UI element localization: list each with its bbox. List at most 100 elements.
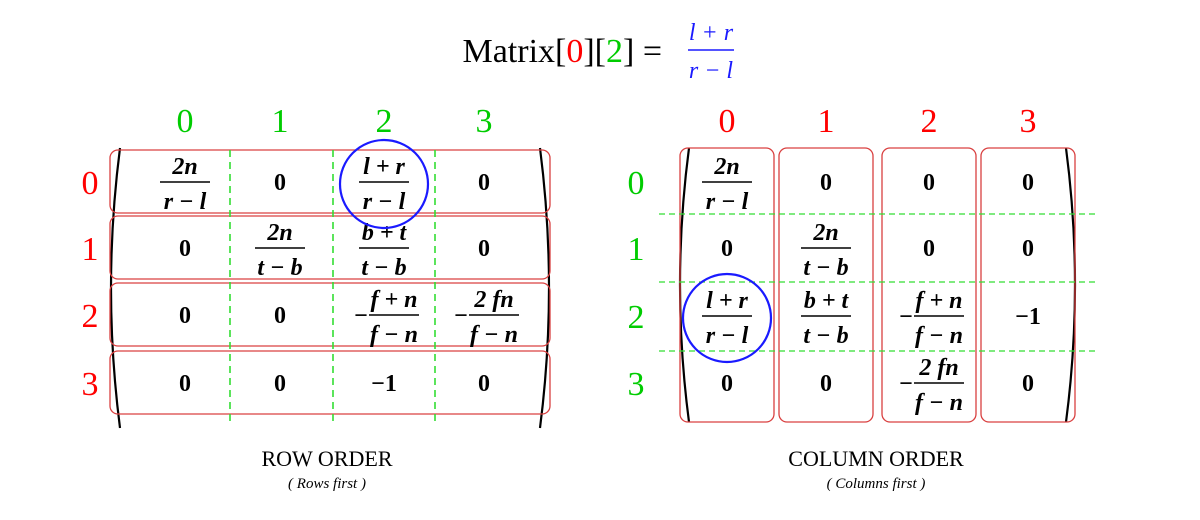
cell-numerator: 2n	[713, 154, 739, 180]
cell-denominator: t − b	[361, 255, 406, 281]
cell-sign: −	[899, 371, 913, 397]
cell-numerator: b + t	[804, 288, 850, 314]
matrix-cell-1-1: 2n t − b	[801, 220, 851, 281]
matrix-cell-2-1: b + t t − b	[801, 288, 851, 349]
matrix-cell-3-3: 0	[1022, 371, 1034, 397]
cell-numerator: f + n	[915, 288, 962, 314]
matrix-cell-0-1: 0	[820, 170, 832, 196]
column-index-label: 2	[921, 103, 938, 140]
cell-numerator: l + r	[706, 288, 748, 314]
column-index-label: 2	[376, 103, 393, 140]
right-bracket	[538, 147, 551, 429]
column-group-box	[778, 147, 874, 423]
column-index-label: 0	[719, 103, 736, 140]
matrix-cell-1-2: b + tt − b	[359, 220, 409, 281]
matrix-cell-2-2: −f + n f − n	[899, 288, 964, 349]
title-row-index: 0	[566, 33, 583, 70]
row-index-label: 1	[628, 231, 645, 268]
matrix-cell-0-3: 0	[478, 170, 490, 196]
matrix-cell-2-3: −2 fnf − n	[454, 287, 519, 348]
cell-denominator: f − n	[370, 322, 418, 348]
matrix-cell-2-1: 0	[274, 303, 286, 329]
column-group-box	[881, 147, 977, 423]
row-index-label: 0	[82, 165, 99, 202]
title-col-index: 2	[606, 33, 623, 70]
matrix-cell-3-2: −1	[371, 371, 397, 397]
matrix-cell-2-2: −f + nf − n	[354, 287, 419, 348]
column-index-label: 3	[476, 103, 493, 140]
matrix-cell-0-0: 2n r − l	[160, 154, 210, 215]
right-bracket	[1064, 147, 1077, 423]
cell-value: 0	[1022, 371, 1034, 397]
cell-sign: −	[354, 303, 368, 329]
matrix-cell-0-2: l + rr − l	[359, 154, 409, 215]
cell-numerator: 2n	[812, 220, 838, 246]
column-index-label: 3	[1020, 103, 1037, 140]
cell-value: 0	[179, 236, 191, 262]
cell-denominator: t − b	[803, 255, 848, 281]
cell-numerator: 2 fn	[918, 355, 958, 381]
cell-denominator: t − b	[803, 323, 848, 349]
column-index-label: 0	[177, 103, 194, 140]
cell-denominator: r − l	[164, 189, 207, 215]
row-group-box	[109, 149, 551, 214]
title-mid: ][	[583, 33, 606, 70]
matrix-cell-0-1: 0	[274, 170, 286, 196]
row-index-label: 1	[82, 231, 99, 268]
matrix-cell-3-3: 0	[478, 371, 490, 397]
cell-value: 0	[721, 236, 733, 262]
cell-denominator: t − b	[257, 255, 302, 281]
matrix-cell-1-0: 0	[721, 236, 733, 262]
title-label: Matrix[0][2] =	[462, 33, 662, 70]
row-index-label: 2	[82, 298, 99, 335]
cell-value: 0	[274, 371, 286, 397]
cell-value: 0	[820, 170, 832, 196]
cell-denominator: f − n	[915, 390, 963, 416]
matrix-cell-2-3: −1	[1015, 304, 1041, 330]
row-index-label: 3	[82, 366, 99, 403]
cell-value: −1	[1015, 304, 1041, 330]
title-numerator: l + r	[689, 20, 734, 46]
matrix-cell-0-2: 0	[923, 170, 935, 196]
cell-denominator: r − l	[706, 323, 749, 349]
cell-value: 0	[179, 371, 191, 397]
matrix-cell-3-2: −2 fn f − n	[899, 355, 964, 416]
cell-value: 0	[721, 371, 733, 397]
cell-value: 0	[179, 303, 191, 329]
cell-numerator: l + r	[363, 154, 405, 180]
row-order-caption: ROW ORDER	[262, 446, 393, 471]
matrix-cell-0-3: 0	[1022, 170, 1034, 196]
left-bracket	[109, 147, 122, 429]
title-prefix: Matrix[	[462, 33, 566, 70]
row-group-box	[109, 215, 551, 280]
cell-value: 0	[1022, 236, 1034, 262]
cell-value: 0	[478, 236, 490, 262]
title: Matrix[0][2] = l + r r − l	[462, 20, 734, 84]
matrix-cell-3-0: 0	[179, 371, 191, 397]
column-group-box	[679, 147, 775, 423]
cell-value: −1	[371, 371, 397, 397]
cell-denominator: f − n	[470, 322, 518, 348]
highlight-circle	[681, 272, 773, 364]
column-order-caption: COLUMN ORDER	[788, 446, 964, 471]
matrix-cell-1-1: 2nt − b	[255, 220, 305, 281]
row-index-label: 0	[628, 165, 645, 202]
title-suffix: ] =	[623, 33, 662, 70]
row-index-label: 3	[628, 366, 645, 403]
matrix-cell-1-3: 0	[1022, 236, 1034, 262]
matrix-cell-1-3: 0	[478, 236, 490, 262]
row-order-subcaption: ( Rows first )	[288, 476, 366, 492]
matrix-cell-2-0: 0	[179, 303, 191, 329]
cell-value: 0	[274, 170, 286, 196]
cell-numerator: 2n	[171, 154, 197, 180]
cell-sign: −	[454, 303, 468, 329]
matrix-cell-0-0: 2nr − l	[702, 154, 752, 215]
cell-sign: −	[899, 304, 913, 330]
cell-denominator: f − n	[915, 323, 963, 349]
matrix-cell-3-1: 0	[274, 371, 286, 397]
column-order-subcaption: ( Columns first )	[827, 476, 926, 492]
cell-value: 0	[1022, 170, 1034, 196]
